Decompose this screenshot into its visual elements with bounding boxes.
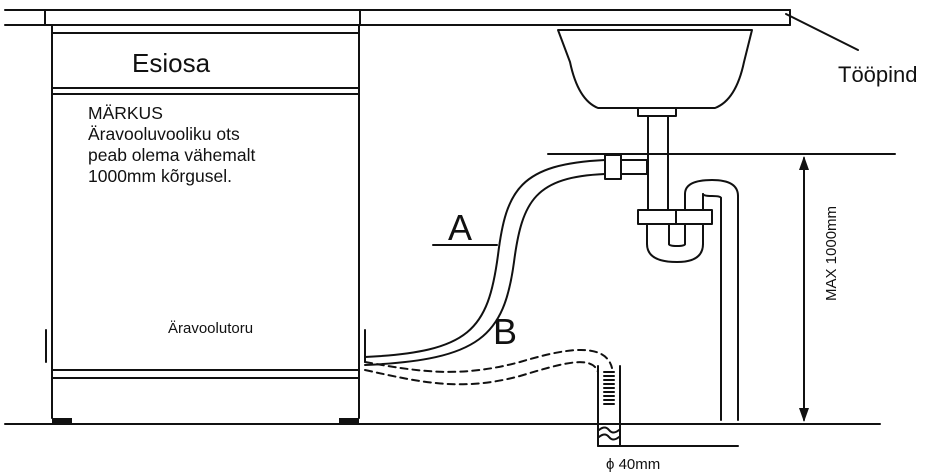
countertop <box>4 9 791 26</box>
drain-pipe-label: Äravoolutoru <box>168 320 254 337</box>
max-height-dimension <box>799 156 809 422</box>
floor-drain-pipe <box>597 365 739 447</box>
drain-hose-b <box>364 348 613 386</box>
front-panel-label: Esiosa <box>132 48 211 78</box>
hose-b-label: B <box>493 311 518 352</box>
note-title: MÄRKUS <box>88 103 163 123</box>
floor-drain-grate <box>603 371 615 405</box>
hose-a-label: A <box>448 207 473 248</box>
note-line-2: peab olema vähemalt <box>88 145 256 165</box>
note-line-3: 1000mm kõrgusel. <box>88 166 232 186</box>
sink-hose-connector <box>604 154 648 180</box>
pipe-diameter-label: ϕ 40mm <box>606 456 661 473</box>
countertop-leader-line <box>785 13 859 51</box>
max-height-label: MAX 1000mm <box>823 205 840 301</box>
dishwasher-foot-left <box>52 418 72 424</box>
dishwasher-foot-right <box>339 418 359 424</box>
siphon <box>637 157 739 421</box>
dishwasher <box>45 24 366 419</box>
countertop-label: Tööpind <box>838 62 918 87</box>
sink-basin <box>557 29 753 109</box>
drain-hose-a <box>364 159 606 366</box>
note-line-1: Äravooluvooliku ots <box>88 124 240 144</box>
note-text: MÄRKUS Äravooluvooliku ots peab olema vä… <box>88 103 343 187</box>
sink-drain <box>637 107 677 159</box>
